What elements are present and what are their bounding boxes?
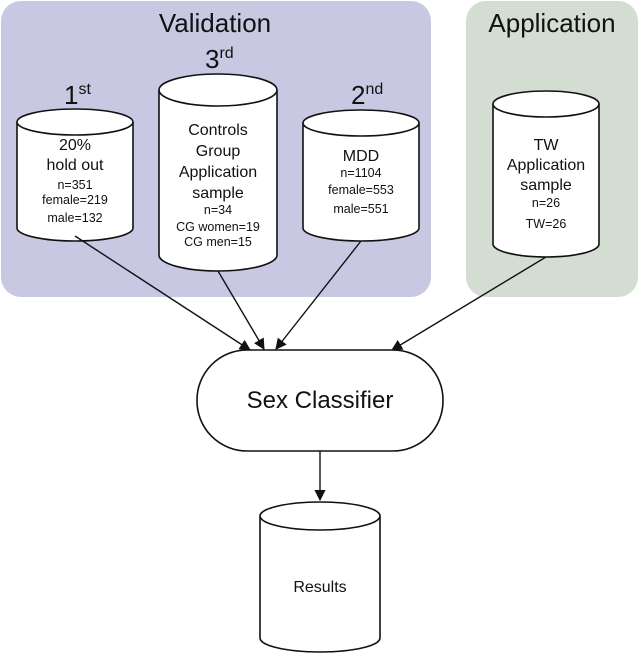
sex-classifier: Sex Classifier bbox=[196, 349, 444, 452]
holdout-n: n=351 bbox=[57, 178, 92, 192]
cylinder-results: Results bbox=[259, 501, 381, 653]
validation-title: Validation bbox=[159, 8, 271, 38]
mdd-line-1: MDD bbox=[343, 148, 379, 165]
results-label: Results bbox=[293, 579, 346, 596]
cylinder-mdd: MDD n=1104 female=553 male=551 bbox=[302, 109, 420, 242]
arrow-mdd-to-classifier bbox=[275, 240, 362, 350]
arrow-holdout-to-classifier bbox=[74, 235, 251, 351]
rank-holdout: 1st bbox=[64, 80, 91, 110]
classifier-label: Sex Classifier bbox=[247, 387, 394, 414]
mdd-male: male=551 bbox=[333, 202, 388, 216]
controls-men: CG men=15 bbox=[184, 235, 252, 249]
mdd-female: female=553 bbox=[328, 183, 394, 197]
controls-line-4: sample bbox=[192, 185, 244, 202]
controls-women: CG women=19 bbox=[176, 220, 260, 234]
tw-n: n=26 bbox=[532, 196, 560, 210]
tw-line-1: TW bbox=[534, 137, 560, 154]
controls-n: n=34 bbox=[204, 203, 232, 217]
cylinder-controls: Controls Group Application sample n=34 C… bbox=[158, 73, 278, 272]
tw-line-2: Application bbox=[507, 157, 585, 174]
holdout-line-1: 20% bbox=[59, 137, 91, 154]
holdout-line-2: hold out bbox=[47, 157, 104, 174]
arrow-controls-to-classifier bbox=[217, 270, 265, 350]
rank-controls: 3rd bbox=[205, 44, 234, 74]
cylinder-holdout: 20% hold out n=351 female=219 male=132 bbox=[16, 108, 134, 242]
controls-line-1: Controls bbox=[188, 122, 248, 139]
tw-count: TW=26 bbox=[526, 217, 567, 231]
controls-line-2: Group bbox=[196, 143, 241, 160]
arrow-tw-to-classifier bbox=[391, 256, 547, 351]
mdd-n: n=1104 bbox=[340, 166, 381, 180]
holdout-female: female=219 bbox=[42, 193, 108, 207]
controls-line-3: Application bbox=[179, 164, 257, 181]
holdout-male: male=132 bbox=[47, 211, 102, 225]
application-title: Application bbox=[488, 8, 615, 38]
tw-line-3: sample bbox=[520, 177, 572, 194]
cylinder-tw: TW Application sample n=26 TW=26 bbox=[492, 90, 600, 258]
rank-mdd: 2nd bbox=[351, 80, 383, 110]
